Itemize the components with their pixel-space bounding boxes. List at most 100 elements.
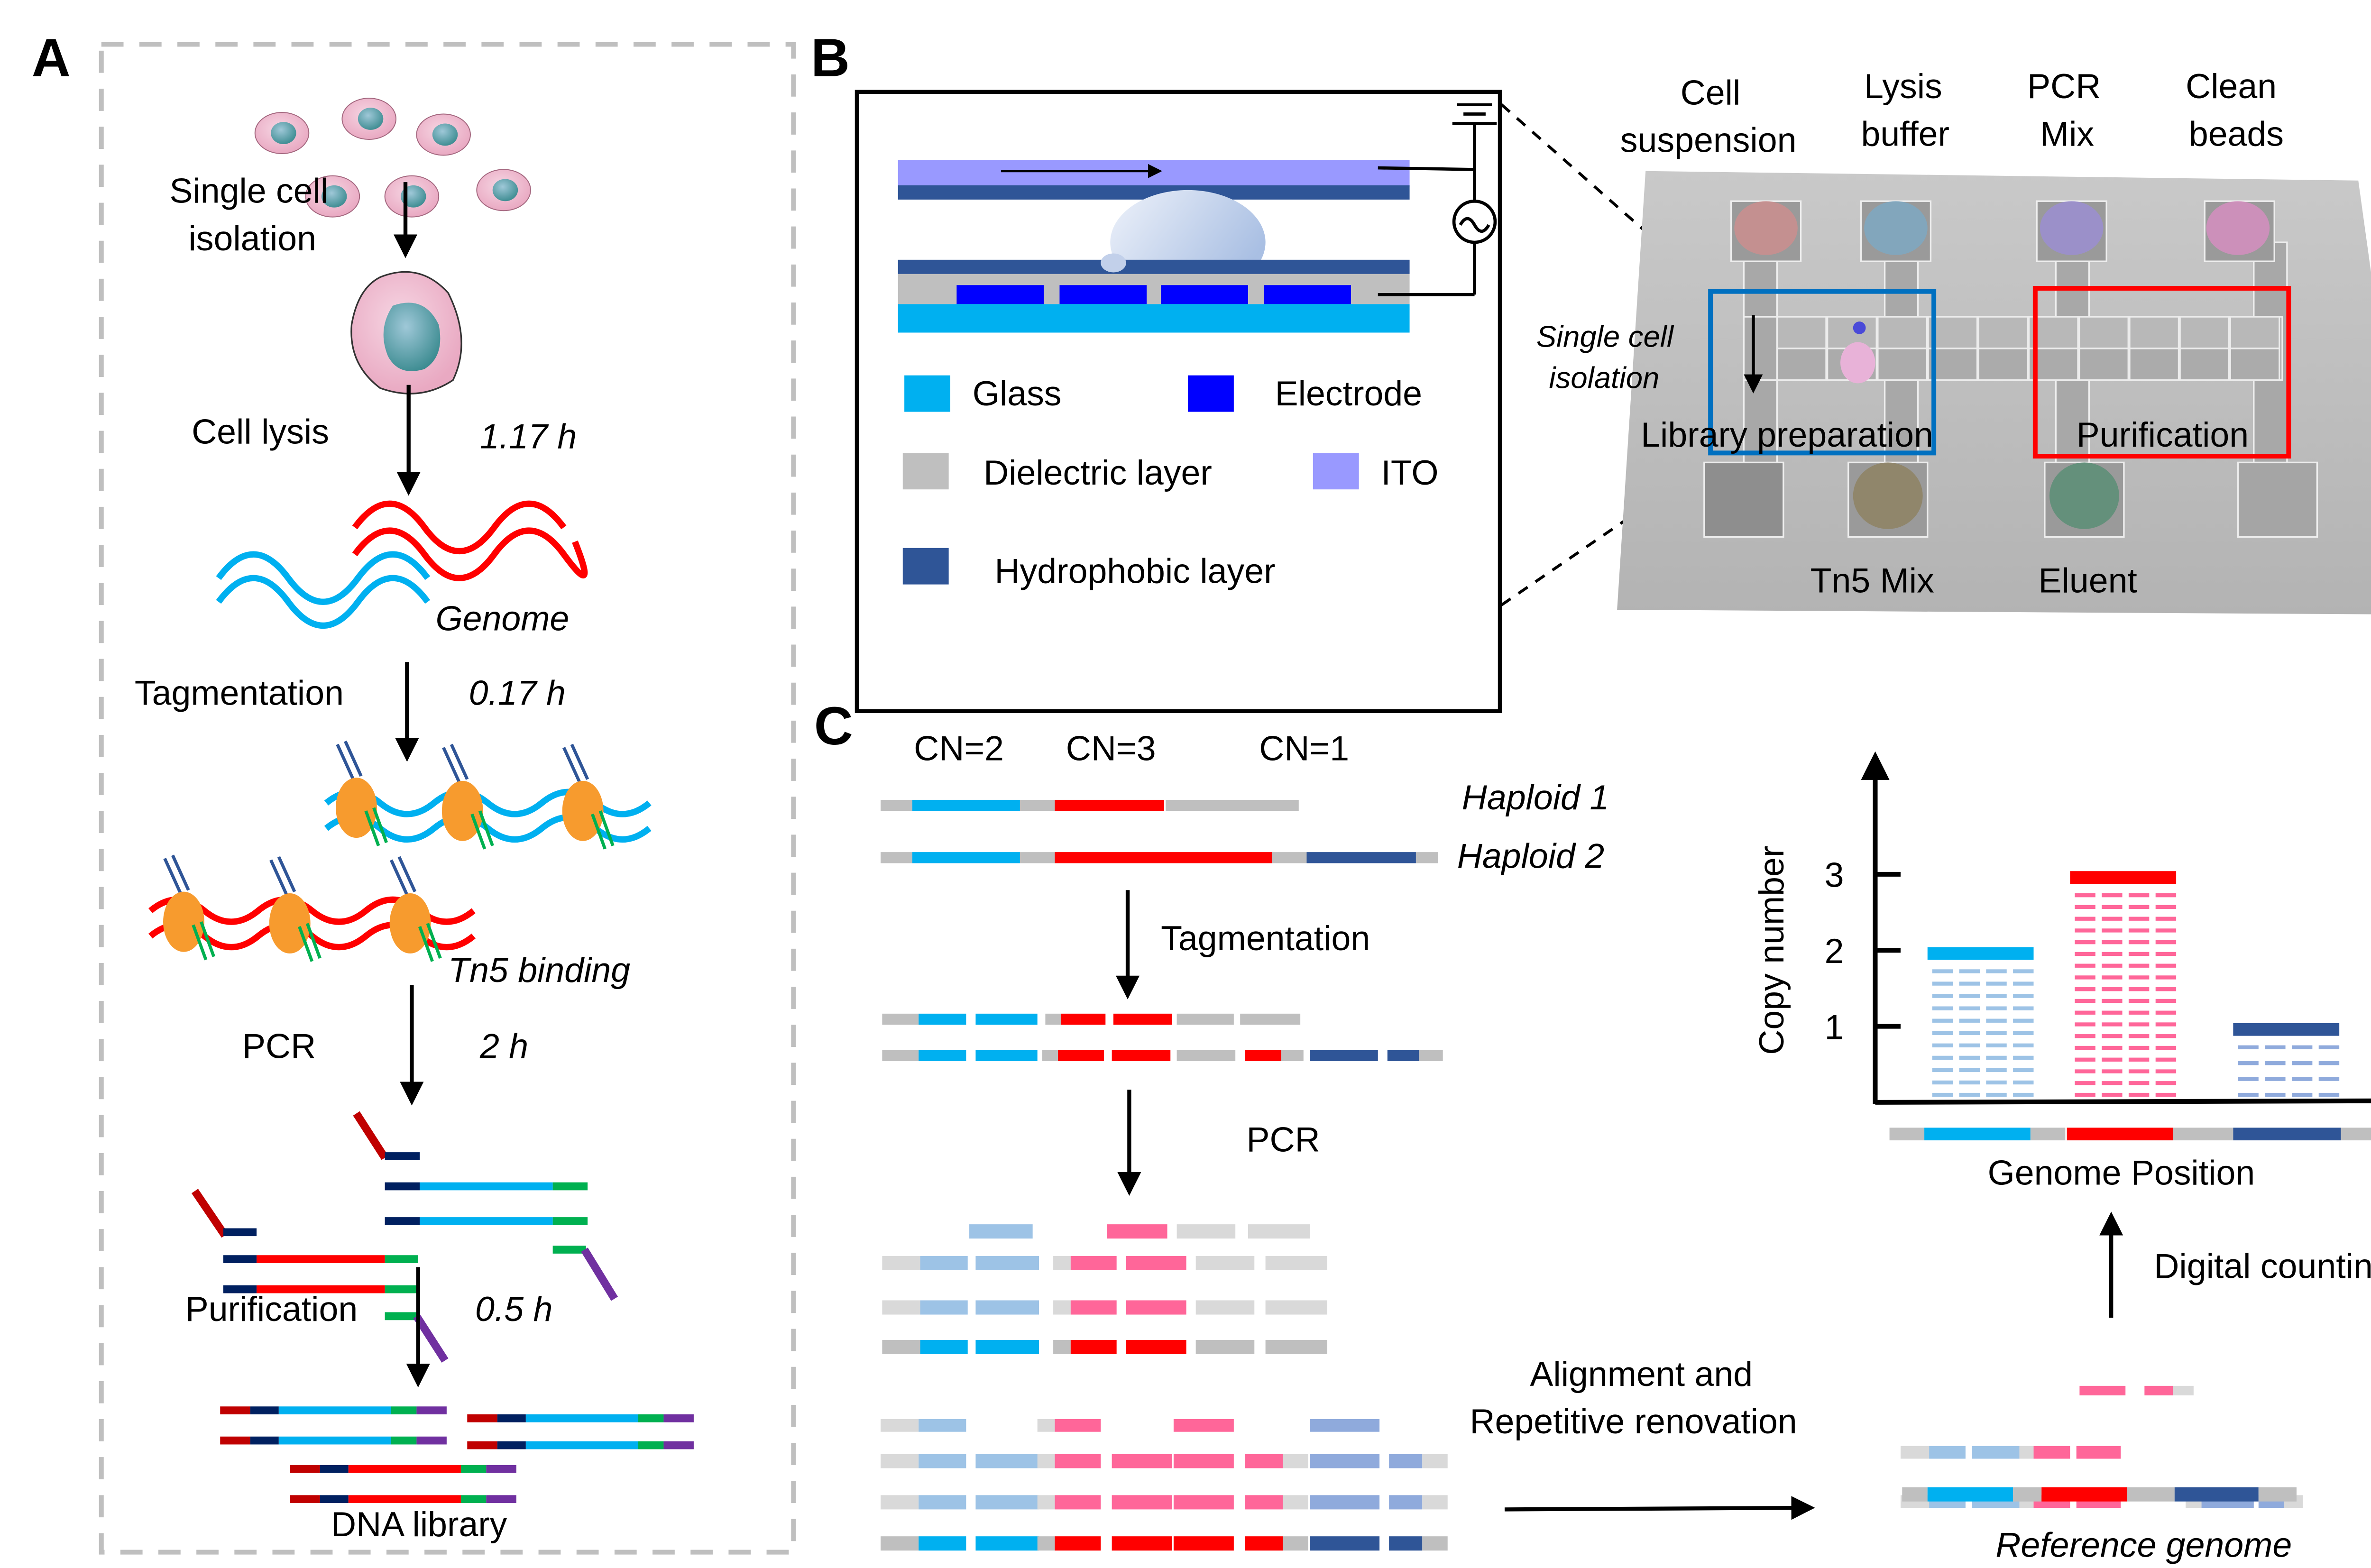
read-segment: [1389, 1536, 1423, 1551]
chip-electrode: [1927, 316, 1978, 349]
read-dash: [2128, 1057, 2150, 1062]
read-segment: [1037, 1419, 1055, 1432]
read-dash: [2128, 1092, 2150, 1097]
cn-label-2: CN=2: [914, 728, 1004, 768]
read-dash: [2013, 1043, 2034, 1048]
read-segment: [1422, 1454, 1448, 1468]
reagent-label-cell-l1: Cell: [1681, 73, 1741, 112]
read-dash: [2318, 1077, 2340, 1081]
read-segment: [2013, 1487, 2042, 1502]
read-dash: [2318, 1061, 2340, 1065]
reagent-label-eluent: Eluent: [2039, 560, 2137, 600]
read-dash: [1959, 1092, 1980, 1097]
read-segment: [919, 1454, 966, 1468]
read-segment: [2258, 1487, 2297, 1502]
read-dash: [2265, 1077, 2286, 1081]
read-dash: [2102, 963, 2123, 968]
read-dash: [1959, 1068, 1980, 1073]
small-droplet: [1101, 253, 1126, 273]
read-segment: [919, 1013, 966, 1025]
read-segment: [975, 1495, 1039, 1510]
read-dash: [2102, 905, 2123, 909]
read-dash: [2013, 1018, 2034, 1023]
adapter-icon: [200, 921, 216, 957]
read-dash: [2291, 1061, 2313, 1065]
sequence-read-tracks: [881, 799, 2303, 1551]
read-dash: [2013, 1092, 2034, 1097]
step-label-lysis: Cell lysis: [192, 412, 329, 451]
reservoir-empty-left: [1703, 461, 1784, 538]
read-segment: [2041, 1487, 2127, 1502]
legend-swatch-glass: [904, 375, 950, 412]
read-segment: [1037, 1495, 1055, 1510]
read-segment: [881, 1454, 919, 1468]
read-segment: [969, 1224, 1033, 1239]
library-fragment-segment: [497, 1441, 526, 1449]
read-segment: [1387, 1050, 1419, 1062]
read-segment: [1053, 1339, 1071, 1355]
read-segment: [882, 1256, 920, 1271]
read-segment: [882, 1300, 920, 1315]
read-dash: [1932, 969, 1953, 973]
read-dash: [2013, 1055, 2034, 1060]
read-dash: [2265, 1045, 2286, 1050]
reservoir-clean-beads: [2204, 200, 2275, 262]
electrode-3: [1161, 285, 1248, 304]
step-label-tagmentation: Tagmentation: [135, 673, 344, 712]
chip-electrode: [1977, 348, 2029, 381]
read-segment: [1173, 1536, 1234, 1551]
read-segment: [1310, 1495, 1380, 1510]
read-dash: [2128, 893, 2150, 898]
read-segment: [882, 1050, 919, 1062]
read-dash: [2155, 1081, 2177, 1085]
read-dash: [2013, 1031, 2034, 1035]
read-dash: [2075, 917, 2095, 921]
reagent-label-clean-l1: Clean: [2186, 66, 2277, 106]
read-dash: [2128, 917, 2150, 921]
read-dash: [1959, 1006, 1980, 1010]
read-dash: [1959, 1055, 1980, 1060]
purification-label: Purification: [2077, 415, 2249, 454]
library-fragment-segment: [220, 1406, 250, 1414]
library-fragment-segment: [467, 1441, 497, 1449]
digital-microfluidic-chip: [1617, 171, 2371, 614]
dna-library-icon: [220, 1406, 694, 1504]
tn5-enzyme-icon: [163, 891, 204, 952]
panel-a-dashed-frame: [99, 42, 796, 1555]
read-segment: [975, 1339, 1039, 1355]
step-time-purification: 0.5 h: [475, 1289, 552, 1329]
c-step-tagmentation: Tagmentation: [1161, 918, 1370, 958]
read-segment: [1070, 1256, 1117, 1271]
tn5-enzyme-icon: [389, 893, 431, 954]
reagent-label-lysis-l1: Lysis: [1864, 66, 1942, 106]
chip-electrode: [2179, 348, 2230, 381]
read-dash: [2128, 1045, 2150, 1050]
read-segment: [1929, 1446, 1966, 1459]
read-dash: [1986, 1055, 2007, 1060]
read-dash: [2318, 1092, 2340, 1097]
read-dash: [1932, 1055, 1953, 1060]
library-fragment-segment: [320, 1465, 349, 1473]
chip-electrode: [1877, 348, 1928, 381]
legend-swatch-hydrophobic: [902, 548, 949, 585]
adapter-icon: [171, 854, 190, 891]
read-segment: [2079, 1385, 2126, 1395]
step-time-pcr: 2 h: [479, 1026, 528, 1065]
chip-electrode: [2078, 316, 2129, 349]
read-dash: [2155, 940, 2177, 944]
read-segment: [1112, 1050, 1171, 1062]
read-segment: [1310, 1050, 1378, 1062]
electrode-1: [956, 285, 1044, 304]
read-dash: [2128, 940, 2150, 944]
library-fragment-segment: [416, 1436, 447, 1445]
read-dash: [2265, 1092, 2286, 1097]
read-dash: [2075, 928, 2095, 933]
alignment-label-l1: Alignment and: [1530, 1354, 1753, 1394]
library-fragment-segment: [278, 1406, 391, 1414]
read-dash: [2291, 1045, 2313, 1050]
read-segment: [1245, 1536, 1283, 1551]
library-fragment-segment: [460, 1465, 487, 1473]
arrow-alignment: [1504, 1496, 1815, 1520]
read-dash: [1932, 1006, 1953, 1010]
